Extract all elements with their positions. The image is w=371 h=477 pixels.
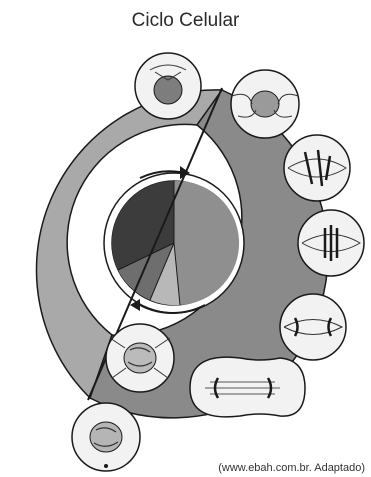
stage-cell-prophase-late	[106, 324, 174, 392]
source-credit: (www.ebah.com.br. Adaptado)	[218, 462, 365, 474]
stage-cell-metaphase-2	[298, 210, 364, 276]
stage-cell-telophase	[190, 357, 305, 417]
stage-cell-top	[135, 53, 201, 119]
stage-cell-metaphase-1	[284, 135, 350, 201]
stage-cell-anaphase	[280, 294, 346, 360]
stage-cell-interphase-outside	[72, 403, 140, 471]
center-pie	[104, 166, 244, 313]
stage-cell-prophase	[231, 70, 299, 138]
